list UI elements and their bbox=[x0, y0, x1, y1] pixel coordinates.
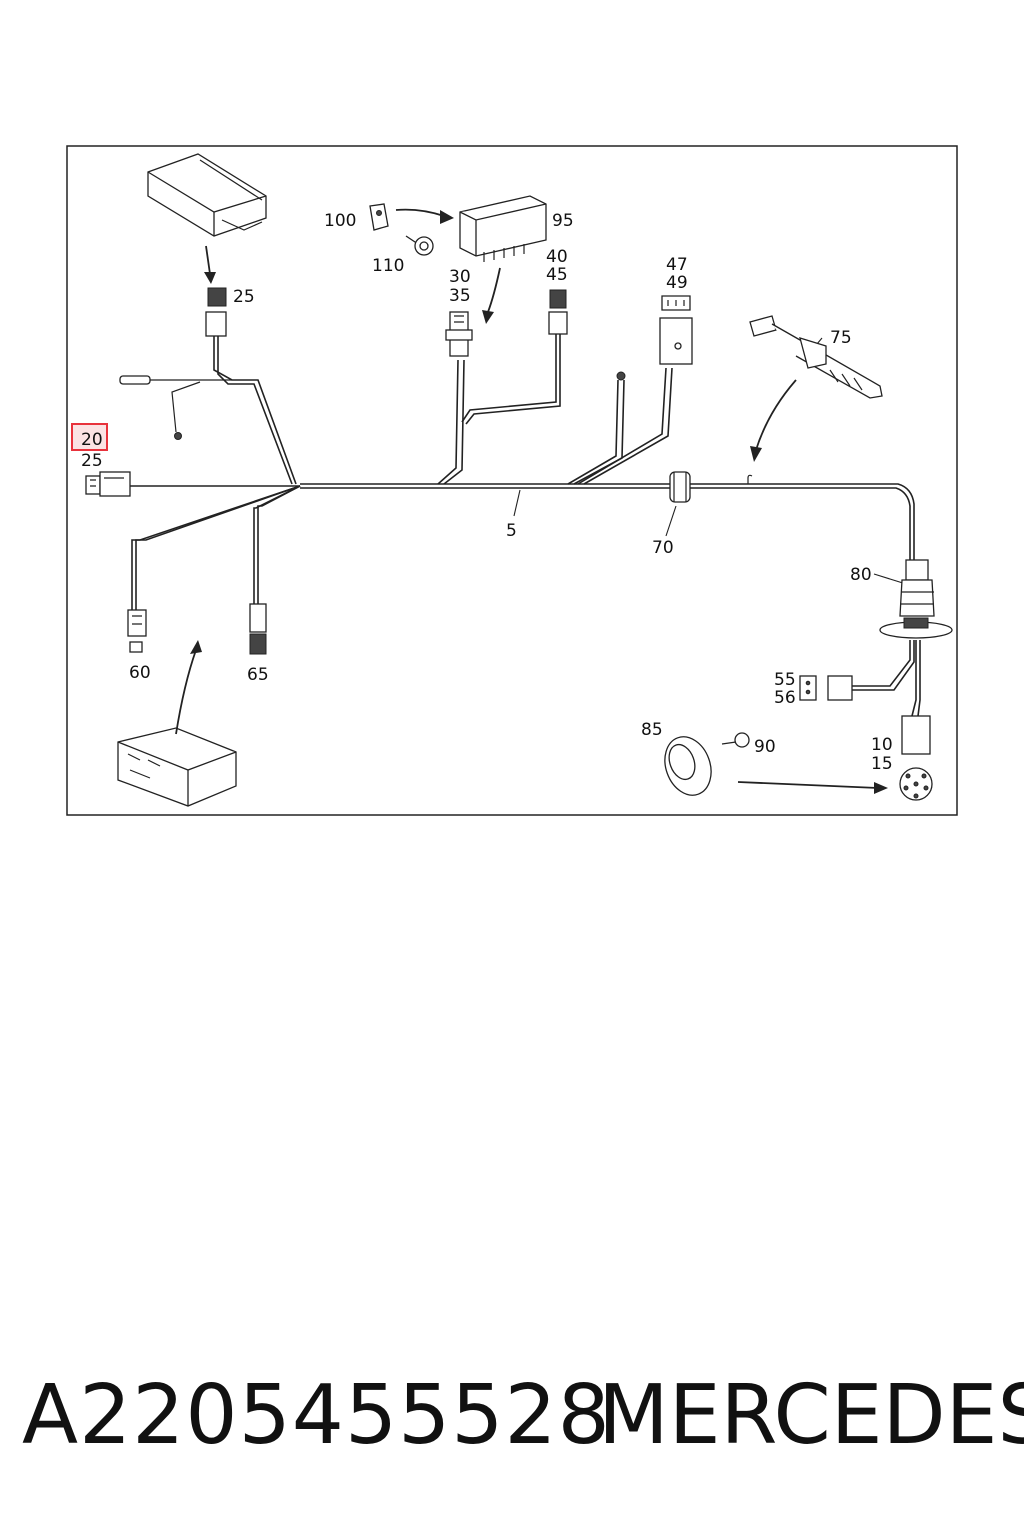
callout-56: 56 bbox=[774, 688, 796, 708]
callout-47: 47 bbox=[666, 255, 688, 275]
callout-15: 15 bbox=[871, 754, 893, 774]
callout-10: 10 bbox=[871, 735, 893, 755]
callout-110: 110 bbox=[372, 256, 404, 276]
callout-25-top: 25 bbox=[233, 287, 255, 307]
callout-70: 70 bbox=[652, 538, 674, 558]
callout-60: 60 bbox=[129, 663, 151, 683]
part-number: A2205455528 bbox=[22, 1368, 611, 1463]
callout-65: 65 bbox=[247, 665, 269, 685]
brand-name: MERCEDES bbox=[598, 1368, 1024, 1463]
callout-25-left: 25 bbox=[81, 451, 103, 471]
screw-90 bbox=[721, 732, 750, 748]
wiring-harness-diagram: 100 95 110 25 30 35 40 45 47 49 75 20 25… bbox=[66, 145, 958, 816]
callout-75: 75 bbox=[830, 328, 852, 348]
callout-30: 30 bbox=[449, 267, 471, 287]
callout-40: 40 bbox=[546, 247, 568, 267]
callout-90: 90 bbox=[754, 737, 776, 757]
connector-47-49 bbox=[659, 295, 693, 365]
connector-65 bbox=[249, 603, 267, 655]
callout-35: 35 bbox=[449, 286, 471, 306]
grommet-70 bbox=[669, 471, 691, 503]
callout-labels: 100 95 110 25 30 35 40 45 47 49 75 20 25… bbox=[71, 211, 893, 774]
main-harness-5 bbox=[119, 334, 921, 717]
highlight-box-20 bbox=[71, 423, 108, 451]
callout-55: 55 bbox=[774, 670, 796, 690]
callout-45: 45 bbox=[546, 265, 568, 285]
relay-box-95 bbox=[459, 195, 547, 262]
callout-20: 20 bbox=[81, 430, 103, 450]
housing-85 bbox=[664, 736, 712, 796]
socket-10-15 bbox=[899, 715, 933, 801]
connector-30-35 bbox=[445, 311, 473, 357]
screw-110 bbox=[405, 235, 434, 256]
connector-25-top bbox=[205, 287, 227, 337]
control-unit-top-left bbox=[147, 153, 267, 237]
callout-85: 85 bbox=[641, 720, 663, 740]
callout-100: 100 bbox=[324, 211, 356, 231]
callout-49: 49 bbox=[666, 273, 688, 293]
control-unit-bottom-left bbox=[117, 727, 237, 807]
callout-95: 95 bbox=[552, 211, 574, 231]
callout-80: 80 bbox=[850, 565, 872, 585]
callout-5: 5 bbox=[506, 521, 517, 541]
cable-tie-75 bbox=[749, 315, 883, 399]
caption-bar: A2205455528 MERCEDES bbox=[0, 1360, 1024, 1480]
clip-100 bbox=[369, 203, 389, 231]
connector-40-45 bbox=[548, 289, 568, 335]
connector-20-25-left bbox=[85, 471, 131, 497]
connector-60 bbox=[127, 609, 147, 653]
sleeve-80 bbox=[879, 559, 953, 639]
diagram-frame bbox=[66, 145, 958, 816]
connector-55-56 bbox=[799, 675, 853, 701]
